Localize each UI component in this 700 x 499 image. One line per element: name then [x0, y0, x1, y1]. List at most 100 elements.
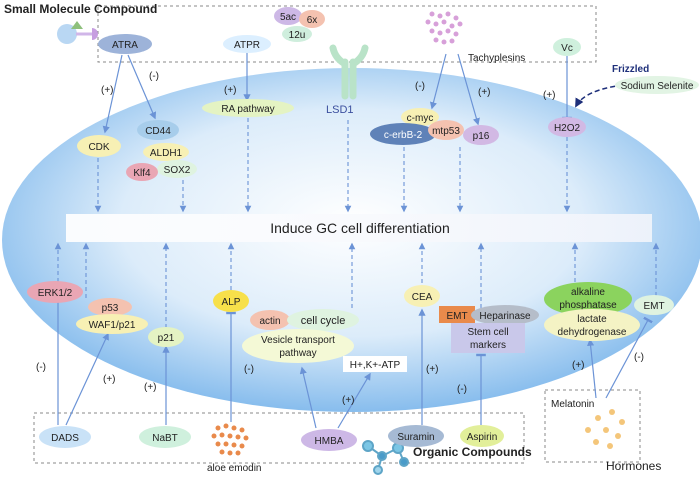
12u-label: 12u: [289, 30, 306, 41]
cdk-label: CDK: [88, 142, 109, 153]
tachyplesins-label: Tachyplesins: [468, 53, 525, 64]
node-aspirin: Aspirin: [460, 425, 504, 447]
melatonin-dots-icon: [585, 409, 625, 449]
node-6x: 6x: [299, 10, 325, 28]
hmba-label: HMBA: [315, 436, 344, 447]
arrow-atra-cdk: [102, 54, 123, 134]
cmyc-label: c-myc: [407, 113, 434, 124]
frizzled-label: Frizzled: [612, 64, 649, 75]
arrow-hmba-atpase: [337, 372, 371, 429]
cea-label: CEA: [412, 292, 433, 303]
node-5ac: 5ac: [274, 7, 302, 25]
hormones-heading: Hormones: [606, 459, 661, 473]
node-lactate-dehydrogenase: lactate dehydrogenase: [544, 309, 640, 341]
sign-melatonin-emt: (-): [634, 352, 644, 363]
node-atpr: ATPR: [223, 35, 271, 53]
node-actin: actin: [250, 310, 290, 330]
vesicle-label-2: pathway: [279, 348, 316, 359]
node-suramin: Suramin: [388, 425, 444, 447]
heparinase-label: Heparinase: [479, 311, 531, 322]
sign-atra-cd44: (-): [149, 71, 159, 82]
vc-label: Vc: [561, 43, 573, 54]
sign-atra-cdk: (+): [101, 85, 114, 96]
node-nabt: NaBT: [139, 426, 191, 448]
node-12u: 12u: [282, 26, 312, 42]
sign-dads-erk: (-): [36, 362, 46, 373]
node-cell-cycle: cell cycle: [287, 309, 359, 331]
aloe-emodin-label: aloe emodin: [207, 463, 261, 474]
sign-melatonin-alk: (+): [572, 360, 585, 371]
p21-label: p21: [158, 333, 175, 344]
nabt-label: NaBT: [152, 433, 178, 444]
5ac-label: 5ac: [280, 12, 296, 23]
lac-label-1: lactate: [577, 314, 607, 325]
arrow-hmba-vesicle: [299, 366, 317, 429]
emt-left-label: EMT: [446, 311, 467, 322]
h2o2-label: H2O2: [554, 123, 581, 134]
arrow-selenite-h2o2: [575, 84, 624, 108]
arrow-melatonin-emt: [605, 316, 653, 399]
center-banner: [66, 214, 652, 242]
sign-hmba-atpase: (+): [342, 395, 355, 406]
node-cdk: CDK: [77, 135, 121, 157]
node-alkaline-phosphatase: alkaline phosphatase: [544, 282, 632, 316]
atpr-label: ATPR: [234, 40, 260, 51]
suramin-label: Suramin: [397, 432, 434, 443]
node-heparinase: Heparinase: [471, 305, 539, 325]
node-vesicle: Vesicle transport pathway: [242, 329, 354, 363]
node-aldh1: ALDH1: [143, 143, 189, 161]
node-alp: ALP: [213, 290, 249, 312]
waf1-label: WAF1/p21: [89, 320, 136, 331]
alp-label: ALP: [222, 297, 241, 308]
node-erk: ERK1/2: [27, 281, 83, 303]
alk-label-1: alkaline: [571, 287, 605, 298]
sign-aspirin-stem: (-): [457, 384, 467, 395]
6x-label: 6x: [307, 15, 318, 26]
lsd1-label: LSD1: [326, 104, 354, 116]
node-waf1: WAF1/p21: [76, 314, 148, 334]
vesicle-label-1: Vesicle transport: [261, 335, 335, 346]
node-stem-markers: Stem cell markers: [451, 323, 525, 353]
cell-cycle-label: cell cycle: [301, 315, 346, 327]
atpase-label: H+,K+-ATP: [350, 360, 401, 371]
center-title: Induce GC cell differentiation: [270, 220, 450, 236]
dads-label: DADS: [51, 433, 79, 444]
cerbb2-label: c-erbB-2: [384, 130, 423, 141]
node-dads: DADS: [39, 426, 91, 448]
sign-vc-h2o2: (+): [543, 90, 556, 101]
molecule-icon: [57, 21, 98, 44]
sign-tachy-cmyc: (-): [415, 81, 425, 92]
mtp53-label: mtp53: [432, 126, 460, 137]
p53-label: p53: [102, 303, 119, 314]
atra-label: ATRA: [112, 40, 138, 51]
tachyplesins-dots-icon: [425, 11, 463, 45]
alk-label-2: phosphatase: [559, 300, 617, 311]
sign-aloe-alp: (-): [244, 364, 254, 375]
node-emt-left: EMT: [439, 306, 475, 323]
stem-label-2: markers: [470, 340, 506, 351]
actin-label: actin: [259, 316, 280, 327]
sign-atpr-ra: (+): [224, 85, 237, 96]
small-molecule-heading: Small Molecule Compound: [4, 2, 157, 16]
lsd1-receptor-icon: [329, 44, 369, 100]
node-klf4: Klf4: [126, 163, 158, 181]
node-cerbb2: c-erbB-2: [370, 123, 436, 145]
node-emt-right: EMT: [634, 295, 674, 315]
node-h2o2: H2O2: [548, 117, 586, 137]
klf4-label: Klf4: [133, 168, 151, 179]
node-vc: Vc: [553, 38, 581, 56]
organic-network-icon: [362, 440, 409, 475]
aldh1-label: ALDH1: [150, 148, 183, 159]
node-sox2: SOX2: [157, 160, 197, 178]
sign-dads-waf1: (+): [103, 374, 116, 385]
arrow-atra-cd44: [127, 54, 157, 120]
arrow-tachy-p16: [457, 53, 480, 126]
aloe-emodin-dots-icon: [211, 423, 249, 456]
node-atpase: H+,K+-ATP: [343, 356, 407, 372]
selenite-label: Sodium Selenite: [621, 81, 694, 92]
ra-pathway-label: RA pathway: [221, 104, 274, 115]
node-p53: p53: [88, 298, 132, 316]
node-cd44: CD44: [137, 120, 179, 140]
sign-tachy-p16: (+): [478, 87, 491, 98]
